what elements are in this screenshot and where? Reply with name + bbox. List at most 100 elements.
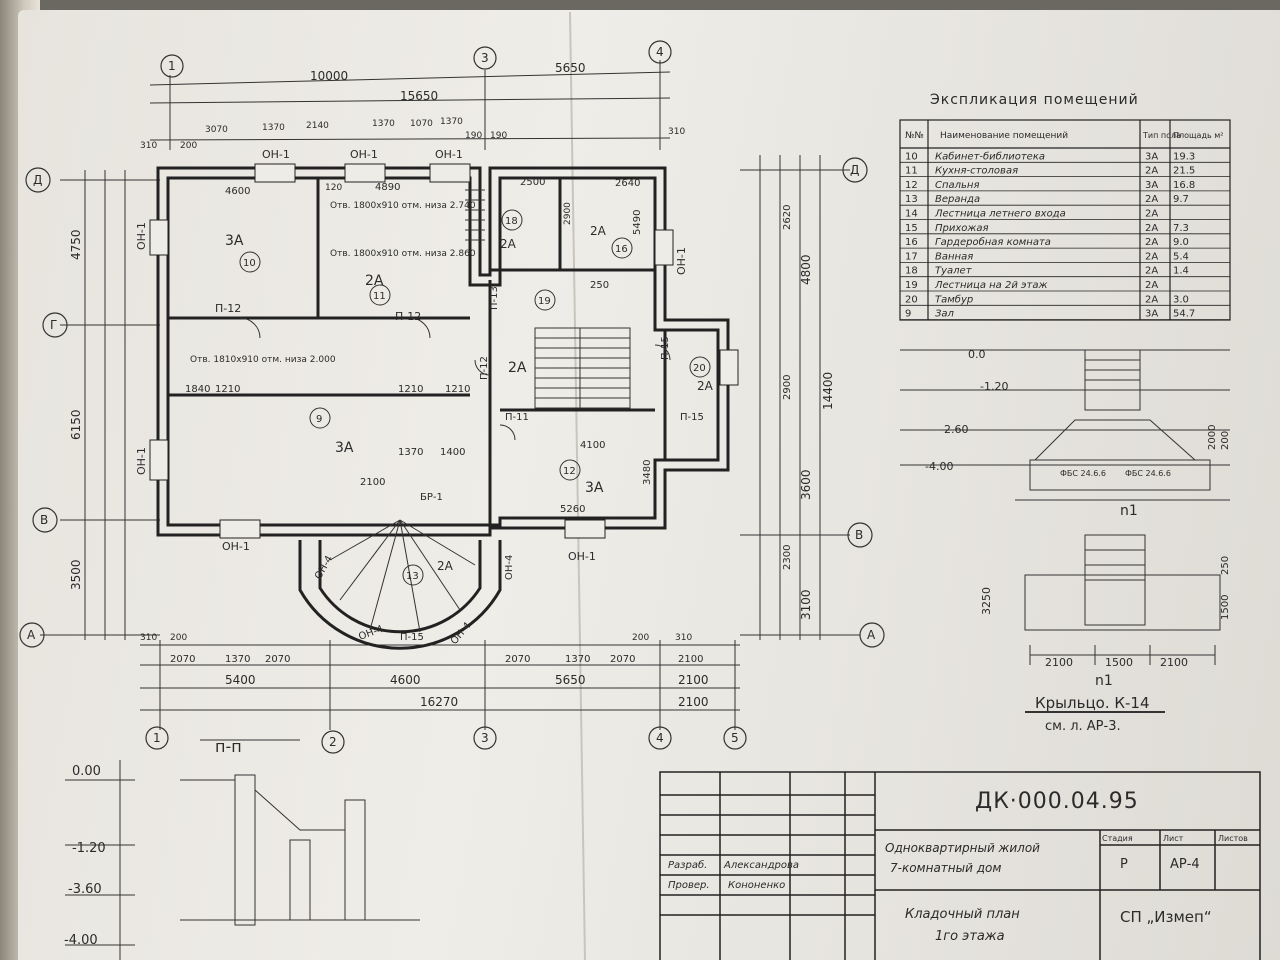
- porch-level: -4.00: [925, 460, 953, 473]
- dim-right-3600: 3600: [799, 469, 813, 500]
- dim-right-2620: 2620: [782, 205, 793, 230]
- room-name-cell: Спальня: [935, 180, 980, 191]
- axis-right-a: А: [867, 628, 876, 642]
- opening-label: ОН-1: [568, 550, 596, 563]
- dim-bottom-9: 5650: [555, 673, 586, 687]
- opening-label: ОН-4: [504, 555, 515, 580]
- explication-header-floor: Тип пола: [1142, 131, 1181, 140]
- room-num-cell: 10: [905, 151, 918, 162]
- floor-type-cell: 2А: [1145, 280, 1158, 291]
- room-dim: 1370: [398, 447, 423, 458]
- porch-title: Крыльцо. К-14: [1035, 694, 1150, 712]
- dim-left-6150: 6150: [69, 409, 83, 440]
- area-cell: 21.5: [1173, 166, 1195, 177]
- dim-bottom-10: 2100: [678, 673, 709, 687]
- room-dim: 2500: [520, 177, 545, 188]
- sheet-value: АР-4: [1170, 857, 1200, 872]
- dim-right-2300: 2300: [782, 545, 793, 570]
- floor-type: 2А: [437, 559, 454, 573]
- room-dim: 4890: [375, 182, 400, 193]
- room-num-cell: 14: [905, 209, 918, 220]
- project-name-line1: Одноквартирный жилой: [885, 841, 1040, 855]
- dim-bottom-3: 2070: [505, 654, 530, 665]
- porch-dim: 1500: [1105, 656, 1133, 669]
- room-dim: 250: [590, 280, 609, 291]
- axis-bottom-5: 5: [731, 731, 739, 745]
- room-num-cell: 17: [905, 251, 918, 262]
- room-num-cell: 16: [905, 237, 918, 248]
- dim-right-4800: 4800: [799, 254, 813, 285]
- room-num-cell: 20: [905, 294, 918, 305]
- room-name-cell: Веранда: [935, 194, 980, 205]
- section-title: п-п: [215, 737, 242, 756]
- opening-label: ОН-1: [350, 148, 378, 161]
- room-num-cell: 12: [905, 180, 918, 191]
- section-level: -4.00: [64, 933, 98, 948]
- axis-left-a: А: [27, 628, 36, 642]
- opening-note: Отв. 1800х910 отм. низа 2.860: [330, 249, 476, 259]
- opening-label: ОН-1: [135, 447, 148, 475]
- dim-top-s3: 1370: [372, 119, 395, 129]
- dim-bottom-13: 310: [140, 633, 157, 643]
- floor-type: 3А: [225, 233, 244, 249]
- dim-bottom-5: 2070: [610, 654, 635, 665]
- opening-label: ОН-4: [357, 624, 385, 643]
- room-number: 9: [316, 414, 322, 425]
- area-cell: 5.4: [1173, 251, 1189, 262]
- dim-top-s9: 310: [140, 141, 157, 151]
- opening-note: Отв. 1800х910 отм. низа 2.740: [330, 201, 476, 211]
- porch-level: 0.0: [968, 348, 986, 361]
- sheet-title-line1: Кладочный план: [905, 907, 1020, 922]
- axis-right-v: В: [855, 528, 863, 542]
- axis-top-3: 3: [481, 51, 489, 65]
- floor-type-cell: 3А: [1145, 309, 1158, 320]
- dim-top-s8: 310: [668, 127, 685, 137]
- room-dim: 1210: [398, 384, 423, 395]
- room-number: 16: [615, 244, 628, 255]
- room-dim: 5260: [560, 504, 585, 515]
- axis-left-v: В: [40, 513, 48, 527]
- room-dim: 1210: [445, 384, 470, 395]
- room-name-cell: Тамбур: [935, 293, 973, 305]
- room-dim: 1840: [185, 384, 210, 395]
- room-dim: 2900: [563, 202, 573, 225]
- dim-right-3100: 3100: [799, 589, 813, 620]
- dim-top-s1: 1370: [262, 123, 285, 133]
- opening-label: ОН-4: [313, 554, 335, 581]
- porch-block: ФБС 24.6.6: [1125, 469, 1171, 478]
- floor-type: 3А: [335, 440, 354, 456]
- room-num-cell: 11: [905, 166, 918, 177]
- porch-dim: 3250: [980, 587, 993, 615]
- dim-bottom-1: 1370: [225, 654, 250, 665]
- opening-label: ОН-1: [675, 247, 688, 275]
- axis-left-g: Г: [50, 318, 57, 332]
- room-num-cell: 9: [905, 309, 911, 320]
- drawing-code: ДК·000.04.95: [975, 789, 1139, 814]
- axis-left-d: Д: [33, 173, 42, 187]
- floor-type-cell: 3А: [1145, 151, 1158, 162]
- floor-type: 2А: [500, 237, 517, 251]
- dim-left-3500: 3500: [69, 559, 83, 590]
- dim-top-s6: 190: [465, 131, 482, 141]
- dim-top-5650: 5650: [555, 61, 586, 75]
- door-label: П-15: [680, 412, 704, 423]
- area-cell: 9.0: [1173, 237, 1189, 248]
- porch-level: -1.20: [980, 380, 1008, 393]
- door-label: П-15: [400, 632, 424, 643]
- floor-type-cell: 2А: [1145, 237, 1158, 248]
- dim-bottom-15: 200: [632, 633, 649, 643]
- floor-type: 3А: [585, 480, 604, 496]
- floor-type: 2А: [697, 379, 714, 393]
- project-name-line2: 7-комнатный дом: [890, 861, 1001, 875]
- door-label: П-13: [489, 286, 500, 310]
- axis-top-1: 1: [168, 59, 176, 73]
- floor-type-cell: 2А: [1145, 209, 1158, 220]
- area-cell: 3.0: [1173, 294, 1189, 305]
- dim-bottom-7: 5400: [225, 673, 256, 687]
- dim-bottom-0: 2070: [170, 654, 195, 665]
- floor-type-cell: 2А: [1145, 194, 1158, 205]
- area-cell: 9.7: [1173, 194, 1189, 205]
- dim-right-14400: 14400: [821, 372, 835, 410]
- explication-header-area: Площадь м²: [1173, 131, 1224, 140]
- opening-label: ОН-1: [135, 222, 148, 250]
